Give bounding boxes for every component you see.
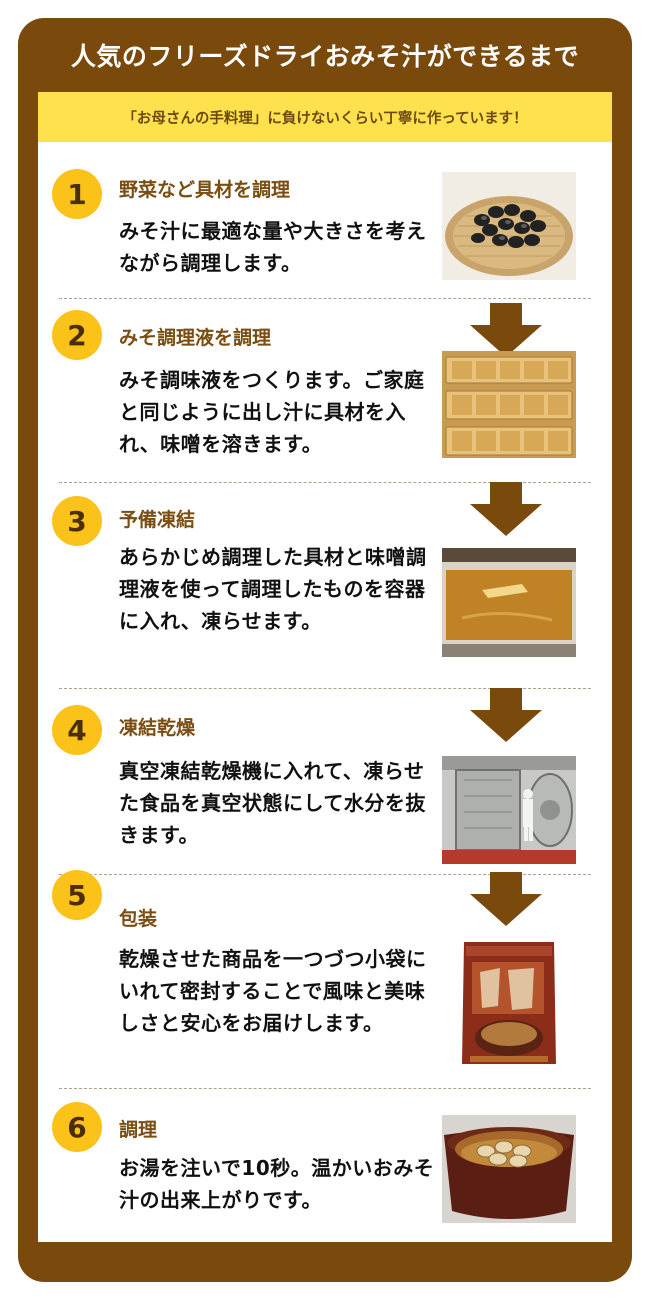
step-description: みそ調味液をつくります。ご家庭と同じように出し汁に具材を入れ、味噌を溶きます。	[119, 368, 425, 456]
page-title: 人気のフリーズドライおみそ汁ができるまで	[70, 42, 580, 71]
step-description: お湯を注いで10秒。温かいおみそ汁の出来上がりです。	[119, 1156, 435, 1212]
step-number-badge: 3	[52, 496, 102, 546]
down-arrow-icon	[470, 303, 542, 361]
miso-trays-photo	[442, 351, 576, 458]
down-arrow-icon	[470, 688, 542, 746]
step-description: あらかじめ調理した具材と味噌調理液を使って調理したものを容器に入れ、凍らせます。	[119, 545, 427, 633]
step-title: みそ調理液を調理	[119, 327, 272, 349]
freeze-dryer-photo	[442, 756, 576, 864]
step-divider	[59, 298, 591, 299]
miso-liquid-photo	[442, 548, 576, 657]
step-number-badge: 1	[52, 169, 102, 219]
content-panel: 「お母さんの手料理」に負けないくらい丁寧に作っています！ 1 野菜など具材を調理…	[38, 92, 612, 1242]
down-arrow-icon	[470, 872, 542, 930]
clams-photo	[442, 172, 576, 280]
package-photo	[456, 938, 562, 1068]
step-title: 凍結乾燥	[119, 717, 196, 739]
step-divider	[59, 688, 591, 689]
step-title: 予備凍結	[119, 509, 196, 531]
subtitle-banner: 「お母さんの手料理」に負けないくらい丁寧に作っています！	[38, 92, 612, 142]
step-divider	[59, 482, 591, 483]
step-number-badge: 4	[52, 705, 102, 755]
step-divider	[59, 1088, 591, 1089]
step-number-badge: 5	[52, 870, 102, 920]
step-title: 野菜など具材を調理	[119, 179, 291, 201]
step-description: 真空凍結乾燥機に入れて、凍らせた食品を真空状態にして水分を抜きます。	[119, 759, 426, 847]
step-description: みそ汁に最適な量や大きさを考えながら調理します。	[119, 219, 427, 275]
down-arrow-icon	[470, 482, 542, 540]
step-title: 調理	[119, 1119, 158, 1141]
step-divider	[59, 874, 591, 875]
step-description: 乾燥させた商品を一つづつ小袋にいれて密封することで風味と美味しさと安心をお届けし…	[119, 947, 427, 1035]
step-number-badge: 6	[52, 1102, 102, 1152]
step-title: 包装	[119, 908, 158, 930]
miso-soup-bowl-photo	[442, 1115, 576, 1223]
step-number-badge: 2	[52, 310, 102, 360]
